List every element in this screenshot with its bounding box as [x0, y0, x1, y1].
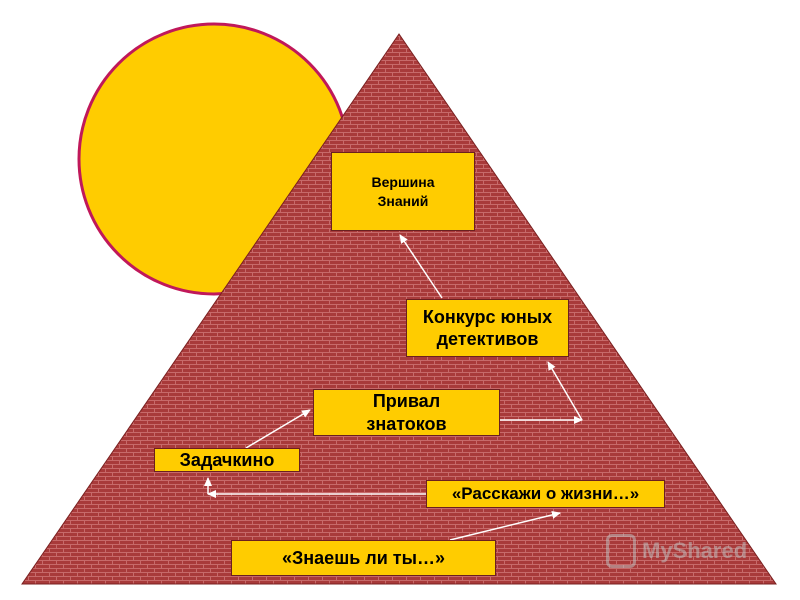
- arrow-zadachkino-to-prival: [245, 409, 311, 449]
- do-you-know-box: «Знаешь ли ты…»: [231, 540, 496, 576]
- experts-rest-box: Привал знатоков: [313, 389, 500, 436]
- myshared-logo-icon: [606, 534, 636, 568]
- peak-of-knowledge-box: Вершина Знаний: [331, 152, 475, 231]
- arrow-detectives-to-top: [399, 234, 443, 299]
- arrows: [204, 234, 583, 541]
- arrow-znaesh-to-rasskazhi: [449, 511, 561, 541]
- tell-about-life-box: «Расскажи о жизни…»: [426, 480, 665, 508]
- pyramid: [21, 33, 777, 585]
- watermark-text: MyShared: [642, 538, 748, 563]
- arrow-to-detectives: [547, 361, 583, 421]
- zadachkino-box: Задачкино: [154, 448, 300, 472]
- young-detectives-contest-box: Конкурс юных детективов: [406, 299, 569, 357]
- watermark: MyShared: [606, 534, 747, 568]
